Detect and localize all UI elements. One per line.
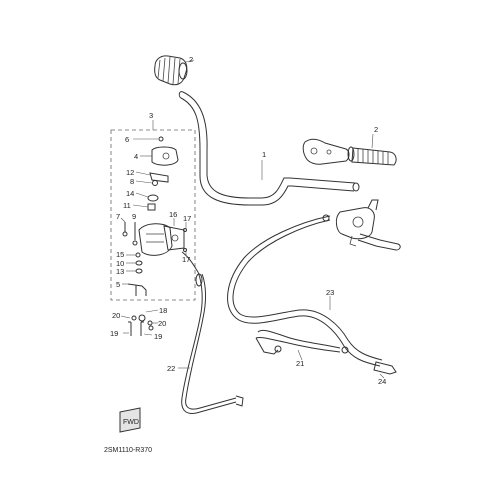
cable-22 <box>178 271 244 414</box>
part-labels: 2 2 1 3 6 4 12 8 14 11 7 9 16 17 17 15 1… <box>110 55 386 386</box>
label-3: 3 <box>149 111 153 120</box>
fwd-text: FWD <box>123 419 139 426</box>
label-17-top: 17 <box>183 214 191 223</box>
label-13: 13 <box>116 267 124 276</box>
label-19-left: 19 <box>110 329 118 338</box>
label-15: 15 <box>116 250 124 259</box>
label-18: 18 <box>159 306 167 315</box>
label-14: 14 <box>126 189 134 198</box>
label-16: 16 <box>169 210 177 219</box>
label-2-right: 2 <box>374 125 378 134</box>
left-grip <box>154 55 188 86</box>
label-10: 10 <box>116 259 124 268</box>
fwd-badge: FWD <box>119 407 141 433</box>
cable-21 <box>255 329 349 361</box>
label-20-right: 20 <box>158 319 166 328</box>
label-11: 11 <box>123 201 131 210</box>
label-5: 5 <box>116 280 120 289</box>
label-20-left: 20 <box>112 311 120 320</box>
label-17-bottom: 17 <box>182 255 190 264</box>
label-7: 7 <box>116 212 120 221</box>
label-12: 12 <box>126 168 134 177</box>
left-switch-parts <box>120 136 199 296</box>
cable-23 <box>227 214 397 379</box>
label-24: 24 <box>378 377 386 386</box>
diagram-code: 2SM1110-R370 <box>104 447 152 454</box>
handlebar <box>178 91 360 206</box>
label-1: 1 <box>262 150 266 159</box>
label-8: 8 <box>130 177 134 186</box>
label-21: 21 <box>296 359 304 368</box>
label-4: 4 <box>134 152 138 161</box>
label-2-top: 2 <box>189 55 193 64</box>
label-19-right: 19 <box>154 332 162 341</box>
label-22: 22 <box>167 364 175 373</box>
small-hardware <box>120 309 159 336</box>
brake-lever-assembly <box>335 199 401 251</box>
label-6: 6 <box>125 135 129 144</box>
label-9: 9 <box>132 212 136 221</box>
right-grip <box>302 138 397 166</box>
label-23: 23 <box>326 288 334 297</box>
